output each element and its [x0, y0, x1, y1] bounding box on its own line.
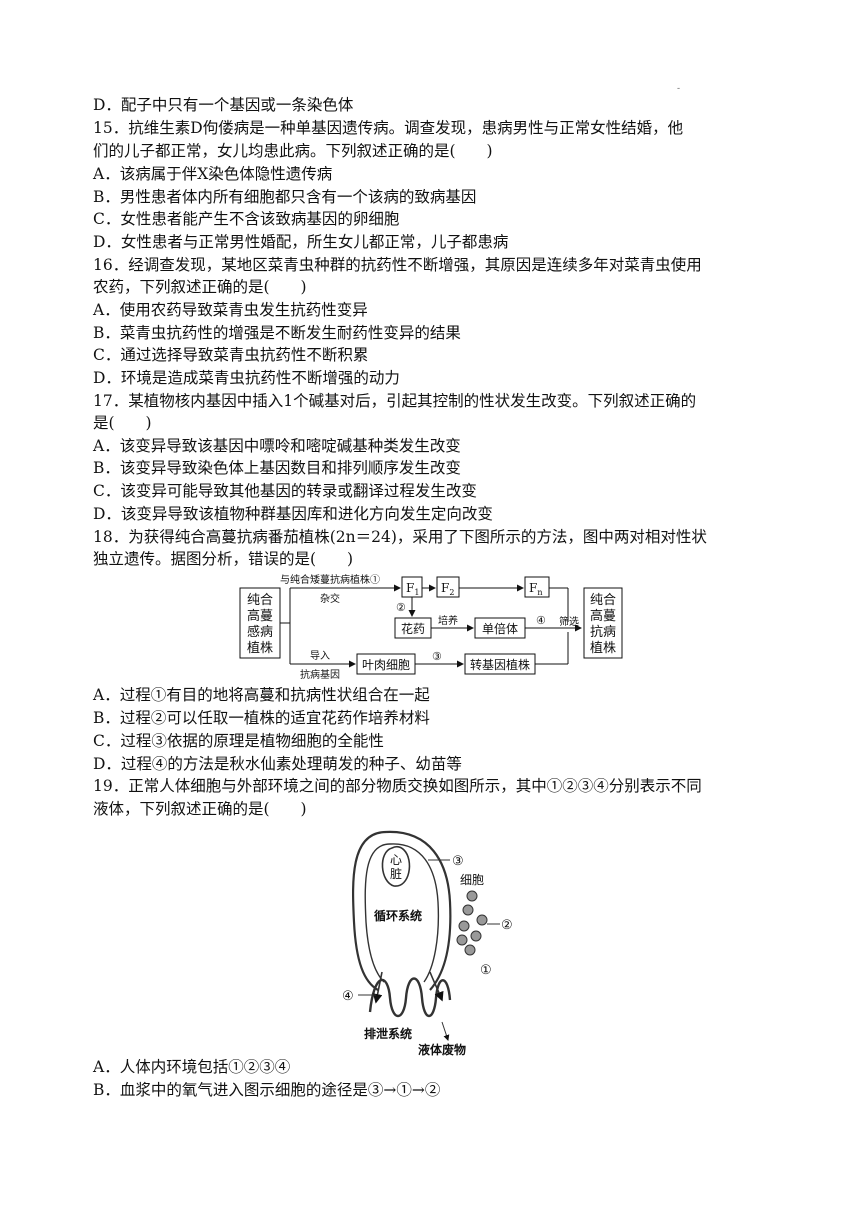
- text-line: D．过程④的方法是秋水仙素处理萌发的种子、幼苗等: [93, 755, 462, 773]
- text-line: 农药，下列叙述正确的是( ): [93, 278, 307, 296]
- text-line: A．使用农药导致菜青虫发生抗药性变异: [93, 301, 368, 319]
- top-mark: -: [677, 84, 681, 94]
- waste-label: 液体废物: [418, 1042, 466, 1057]
- text-line: C．通过选择导致菜青虫抗药性不断积累: [93, 346, 369, 364]
- label-4: ④: [342, 989, 354, 1004]
- text-line: B．男性患者体内所有细胞都只含有一个该病的致病基因: [93, 188, 477, 206]
- text-line: 16．经调查发现，某地区菜青虫种群的抗药性不断增强，其原因是连续多年对菜青虫使用: [93, 256, 702, 274]
- text-line: C．过程③依据的原理是植物细胞的全能性: [93, 732, 384, 750]
- text-line: 独立遗传。据图分析，错误的是( ): [93, 550, 354, 568]
- culture-label: 培养: [438, 614, 458, 627]
- text-line: B．菜青虫抗药性的增强是不断发生耐药性变异的结果: [93, 324, 461, 342]
- heart-label: 心: [390, 853, 402, 867]
- cross-sub: 杂交: [320, 592, 340, 605]
- right-box: [583, 587, 623, 659]
- mesophyll-label: 叶肉细胞: [362, 658, 410, 672]
- text-line: D．女性患者与正常男性婚配，所生女儿都正常，儿子都患病: [93, 233, 509, 251]
- left-box-text: 植株: [247, 641, 273, 656]
- f2-label: F2: [441, 581, 454, 597]
- text-line: 18．为获得纯合高蔓抗病番茄植株(2n＝24)，采用了下图所示的方法，图中两对相…: [93, 528, 707, 546]
- text-line: B．血浆中的氧气进入图示细胞的途径是③→①→②: [93, 1081, 441, 1099]
- right-box-text: 抗病: [590, 625, 616, 640]
- text-line: A．该变异导致该基因中嘌呤和嘧啶碱基种类发生改变: [93, 437, 461, 455]
- body-exchange-diagram: 心 脏 ③ 细胞 循环系统 ② ① ④ 排泄系统 液体废物: [342, 830, 513, 1057]
- left-box-text: 纯合: [247, 593, 273, 608]
- circulation-outer: [351, 830, 387, 991]
- label-2: ②: [501, 918, 513, 933]
- text-line: 19．正常人体细胞与外部环境之间的部分物质交换如图所示，其中①②③④分别表示不同: [93, 777, 702, 795]
- fn-label: Fn: [529, 581, 542, 597]
- cell-dot: [462, 904, 474, 916]
- text-line: A．人体内环境包括①②③④: [93, 1058, 291, 1076]
- step4-label: ④: [536, 614, 546, 627]
- excretion-arrow-left: [372, 971, 383, 1004]
- text-line: C．女性患者能产生不含该致病基因的卵细胞: [93, 210, 400, 228]
- import-label: 导入: [310, 650, 330, 662]
- right-box-text: 高蔓: [590, 608, 616, 624]
- text-line: B．该变异导致染色体上基因数目和排列顺序发生改变: [93, 459, 461, 477]
- text-line: B．过程②可以任取一植株的适宜花药作培养材料: [93, 709, 430, 727]
- circulation-label: 循环系统: [374, 908, 422, 923]
- text-line: 15．抗维生素D佝偻病是一种单基因遗传病。调查发现，患病男性与正常女性结婚，他: [93, 119, 684, 137]
- label-3: ③: [452, 854, 464, 869]
- gene-label: 抗病基因: [300, 668, 340, 681]
- text-line: C．该变异可能导致其他基因的转录或翻译过程发生改变: [93, 482, 477, 500]
- text-line: D．配子中只有一个基因或一条染色体: [93, 96, 354, 114]
- right-box-text: 植株: [590, 641, 616, 656]
- breeding-diagram: 纯合 高蔓 感病 植株 与纯合矮蔓抗病植株① 杂交 F1 F2 Fn ② 花药 …: [239, 573, 623, 681]
- transgenic-label: 转基因植株: [470, 657, 530, 672]
- left-box-text: 高蔓: [247, 608, 273, 624]
- cell-dot: [466, 890, 478, 902]
- step2-label: ②: [396, 601, 406, 614]
- excretion-label: 排泄系统: [364, 1026, 412, 1041]
- cell-label: 细胞: [460, 873, 484, 887]
- step3-label: ③: [432, 650, 442, 663]
- excretion-tubule: [368, 977, 452, 1018]
- fn-box: [524, 576, 550, 598]
- text-line: A．该病属于伴X染色体隐性遗传病: [93, 165, 333, 183]
- text-line: A．过程①有目的地将高蔓和抗病性状组合在一起: [93, 686, 430, 704]
- text-line: 们的儿子都正常，女儿均患此病。下列叙述正确的是( ): [93, 142, 493, 160]
- left-box-text: 感病: [247, 624, 273, 640]
- circulation-outer-right: [385, 830, 452, 991]
- cell-dot: [470, 930, 482, 942]
- text-line: 17．某植物核内基因中插入1个碱基对后，引起其控制的性状发生改变。下列叙述正确的: [93, 392, 697, 410]
- label-1: ①: [480, 963, 492, 978]
- circulation-inner: [364, 843, 391, 983]
- screen-label: 筛选: [559, 615, 579, 628]
- heart-shape: [381, 845, 411, 887]
- haploid-label: 单倍体: [482, 621, 518, 636]
- cell-dot: [464, 944, 476, 956]
- excretion-arrow-right: [429, 971, 444, 1002]
- right-box-text: 纯合: [590, 593, 616, 608]
- text-line: 是( ): [93, 414, 152, 432]
- circulation-inner-right: [389, 843, 440, 983]
- anther-label: 花药: [401, 621, 425, 636]
- cell-dot: [476, 914, 488, 926]
- cell-dot: [458, 920, 470, 932]
- cross-label: 与纯合矮蔓抗病植株①: [280, 573, 380, 586]
- text-line: D．该变异导致该植物种群基因库和进化方向发生定向改变: [93, 505, 493, 523]
- f2-box: [436, 576, 460, 598]
- f1-label: F1: [406, 581, 419, 597]
- heart-label: 脏: [390, 866, 402, 881]
- cell-dot: [456, 934, 468, 946]
- text-line: D．环境是造成菜青虫抗药性不断增强的动力: [93, 369, 400, 387]
- text-line: 液体，下列叙述正确的是( ): [93, 800, 307, 818]
